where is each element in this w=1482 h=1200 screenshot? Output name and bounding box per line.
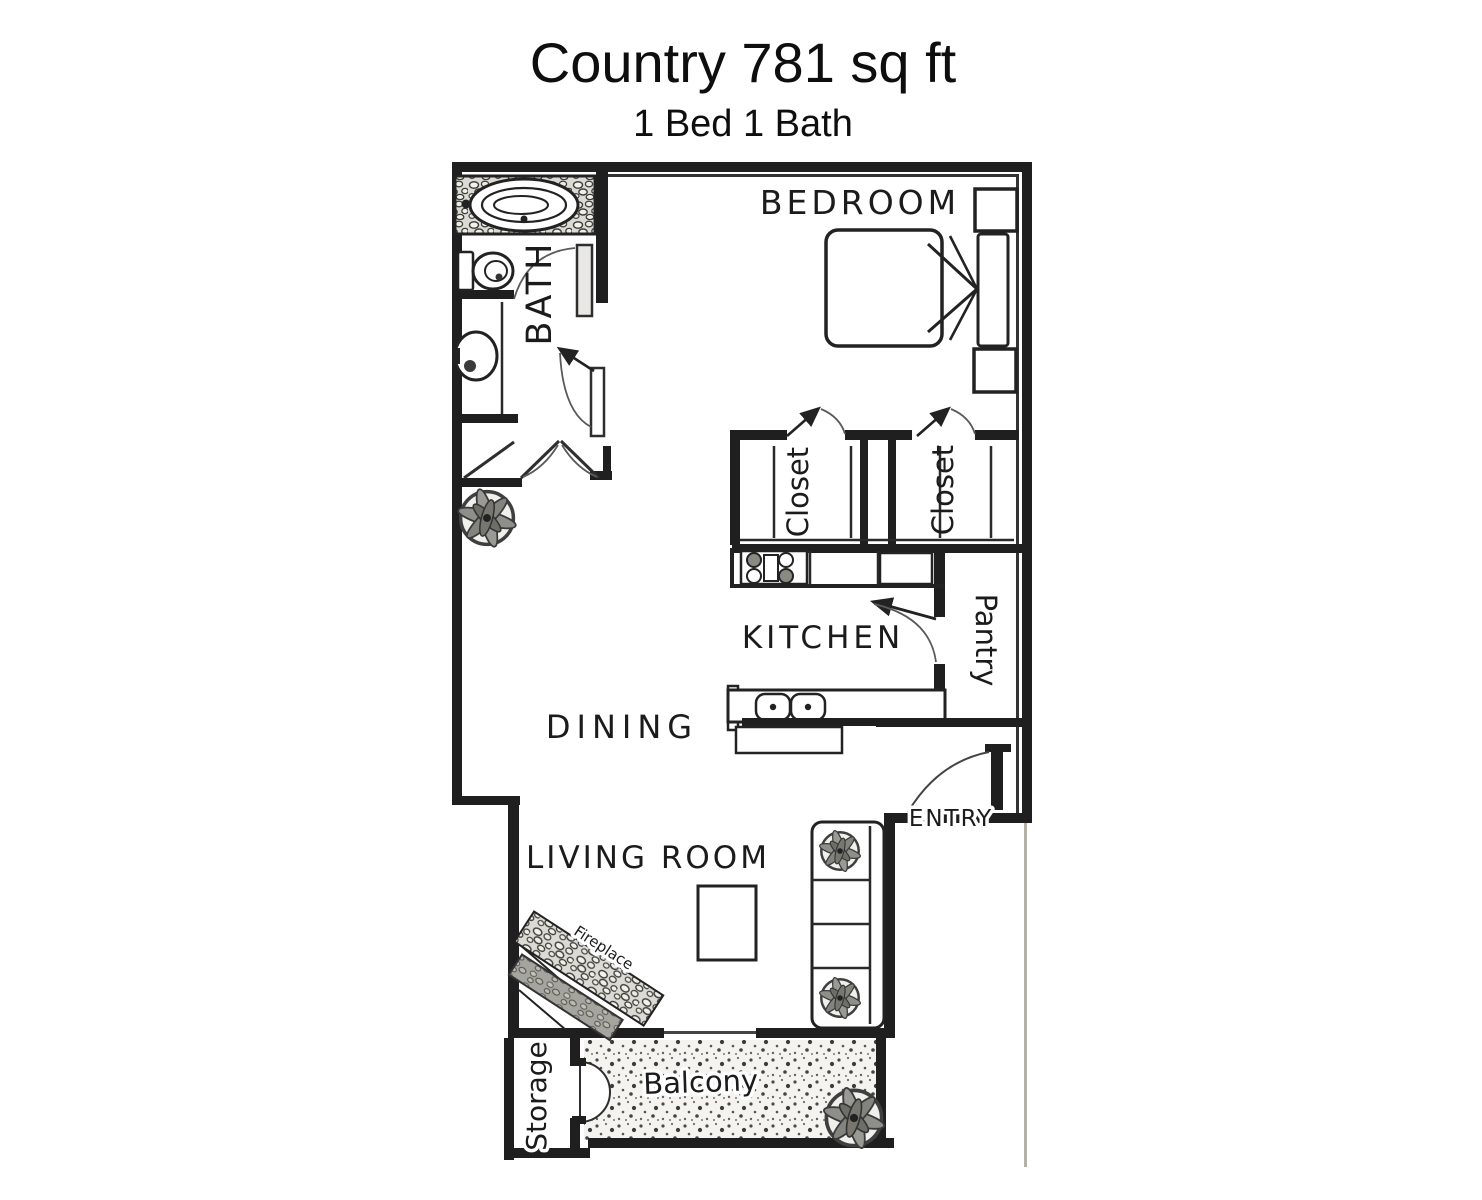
wall-living-right [884, 813, 895, 1038]
closet-left-label: Closet [781, 447, 815, 537]
wall-top-inner-face [608, 174, 1018, 177]
wall-kitchen-back [732, 544, 1022, 553]
stove [739, 549, 809, 586]
wall-entry-bottom [884, 813, 1032, 823]
wall-bath-corner-h [590, 471, 612, 480]
wall-living-left [508, 796, 519, 1038]
wall-balcony-bottom [588, 1138, 894, 1148]
pantry-door [869, 597, 937, 663]
fireplace-hearth [507, 953, 625, 1042]
nightstand-bottom [972, 347, 1018, 394]
wall-storage-right-upper [570, 1038, 580, 1066]
coffee-table [696, 884, 758, 962]
wall-bath-bottom [452, 478, 522, 487]
wall-right-inner-face [1016, 174, 1019, 814]
balcony-label: Balcony [643, 1063, 759, 1101]
bath-label: BATH [520, 241, 560, 346]
wall-storage-bottom [504, 1148, 590, 1158]
wall-bedroom-south-1 [730, 430, 787, 440]
pantry-label: Pantry [969, 594, 1003, 687]
bed [824, 228, 1010, 348]
wall-closet-left [730, 430, 740, 545]
wall-storage-left [504, 1038, 514, 1160]
balcony-floor [579, 1040, 878, 1140]
bath-doors [463, 243, 606, 480]
page-subtitle: 1 Bed 1 Bath [633, 103, 853, 145]
bath-door-leaf-upper [575, 243, 594, 318]
fireplace: Fireplace [507, 910, 665, 1042]
wall-bath-corner-v [603, 446, 611, 476]
bathroom-sink [452, 302, 504, 414]
bath-door-leaf-lower [589, 366, 606, 438]
wall-bedroom-south-2 [845, 430, 912, 440]
hall-plant [454, 485, 520, 551]
bedroom-label: BEDROOM [760, 183, 960, 222]
fireplace-mantle [513, 910, 665, 1027]
sofa [810, 820, 886, 1030]
bathtub [453, 174, 597, 236]
faint-scan-line [1024, 823, 1027, 1167]
wall-living-bottom-right [756, 1028, 894, 1038]
closet-right-label: Closet [926, 445, 960, 535]
wall-toilet-nook [452, 290, 514, 299]
kitchen-label: KITCHEN [742, 620, 904, 656]
entry-label: ENTRY [909, 806, 993, 832]
closet-doors [786, 406, 976, 437]
entry-door [907, 744, 1011, 813]
wall-closet-divider-1 [860, 440, 868, 545]
wall-step [452, 796, 520, 805]
tub-faucet [461, 199, 471, 209]
wall-closet-divider-2 [888, 440, 896, 545]
wall-top [452, 162, 1032, 172]
living-room-label: LIVING ROOM [526, 840, 770, 876]
closet-shelving [740, 446, 1014, 542]
vestibule-door-left [519, 439, 561, 480]
balcony-slider-threshold [664, 1031, 756, 1034]
wall-balcony-right [876, 1028, 886, 1146]
storage-label: Storage [520, 1041, 553, 1151]
vestibule-door-right [559, 439, 601, 480]
wall-living-bottom-left [508, 1028, 664, 1038]
page-title: Country 781 sq ft [530, 31, 957, 94]
wall-right-outer [1022, 162, 1032, 823]
toilet [456, 250, 515, 292]
bed-headboard [976, 232, 1010, 348]
linen-door-leaf [463, 440, 515, 480]
kitchen-counter-top [730, 548, 945, 588]
nightstand-top [973, 187, 1019, 233]
tub-drain [520, 215, 528, 223]
counter-return [734, 725, 844, 755]
storage-door-jamb-bottom [572, 1116, 586, 1124]
wall-sink-nook [452, 414, 518, 423]
kitchen-sink-counter [726, 684, 1024, 755]
wall-bath-right [596, 167, 608, 303]
storage-door-swing [579, 1060, 611, 1124]
refrigerator [878, 551, 934, 586]
storage-door-jamb-top [572, 1058, 586, 1066]
dining-label: DINING [546, 708, 698, 746]
wall-bedroom-south-3 [975, 430, 1019, 440]
wall-storage-right-lower [570, 1118, 580, 1158]
